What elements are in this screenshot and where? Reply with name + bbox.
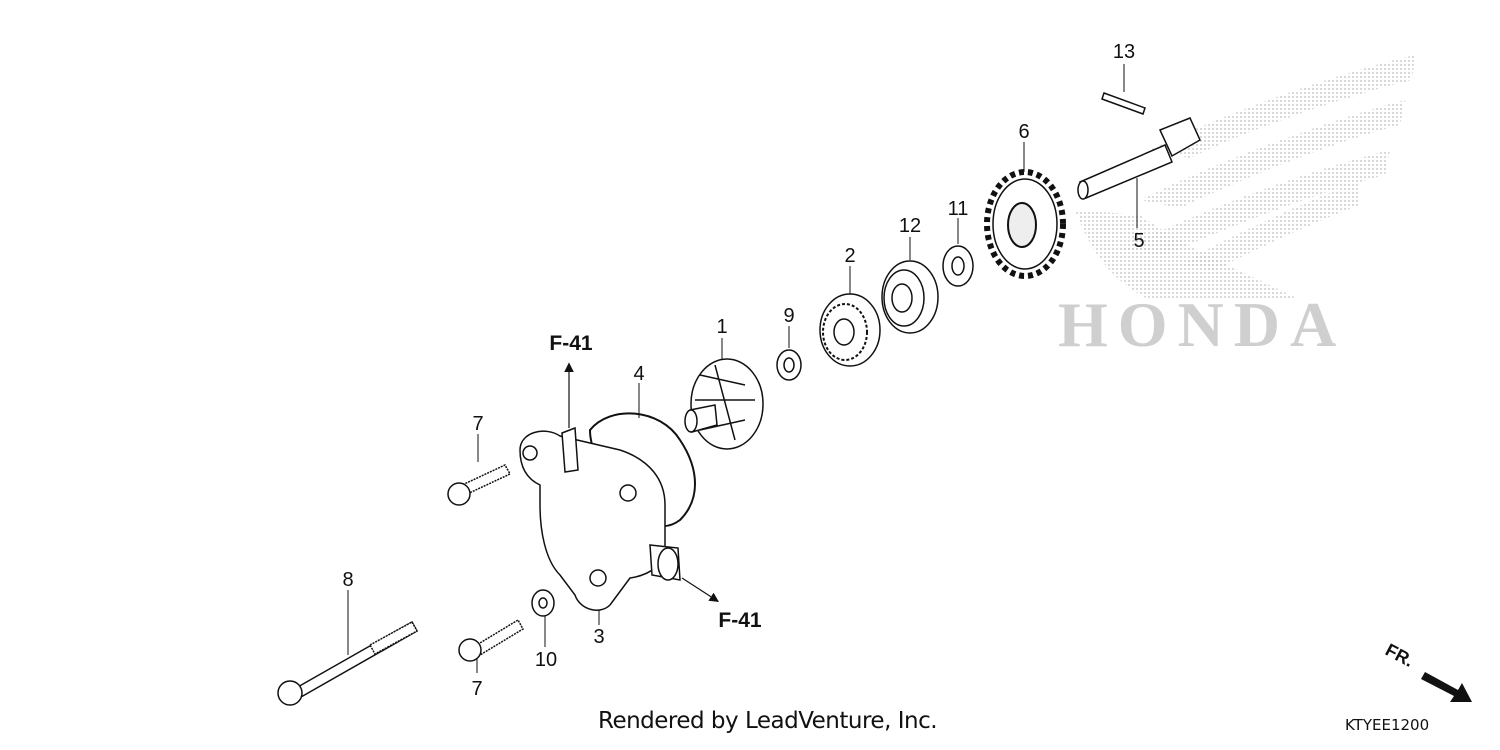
- part-7-lower-bolt: [458, 618, 525, 662]
- part-3-pump-cover: [519, 426, 681, 611]
- part-2-seal: [819, 293, 881, 367]
- part-1-impeller: [684, 358, 764, 450]
- part-6-gear: [984, 169, 1066, 279]
- callout-9[interactable]: 9: [783, 305, 794, 327]
- callout-8[interactable]: 8: [342, 569, 353, 591]
- part-5-shaft: [1077, 117, 1201, 200]
- part-11-washer: [942, 245, 974, 287]
- callout-10[interactable]: 10: [535, 649, 557, 671]
- callout-4[interactable]: 4: [633, 363, 644, 385]
- part-8-long-bolt: [277, 620, 419, 706]
- part-9-washer: [776, 349, 802, 381]
- callout-5[interactable]: 5: [1133, 230, 1144, 252]
- callout-7-lower[interactable]: 7: [471, 678, 482, 700]
- render-credit: Rendered by LeadVenture, Inc.: [598, 708, 938, 734]
- front-direction-arrow: [1421, 672, 1472, 702]
- callout-1[interactable]: 1: [716, 316, 727, 338]
- part-12-bearing: [881, 260, 939, 334]
- callout-3[interactable]: 3: [593, 626, 604, 648]
- part-7-upper-bolt: [447, 464, 512, 506]
- callout-2[interactable]: 2: [844, 245, 855, 267]
- honda-logo-text: HONDA: [1058, 289, 1347, 360]
- callout-11[interactable]: 11: [948, 198, 969, 220]
- reference-label-bottom[interactable]: F-41: [718, 609, 762, 632]
- diagram-code: KTYEE1200: [1345, 716, 1430, 734]
- callout-13[interactable]: 13: [1113, 41, 1135, 63]
- callout-6[interactable]: 6: [1018, 121, 1029, 143]
- honda-wing-logo: [1075, 55, 1415, 300]
- callout-7-upper[interactable]: 7: [472, 413, 483, 435]
- callout-12[interactable]: 12: [899, 215, 921, 237]
- front-label: FR.: [1382, 640, 1417, 671]
- leader-lines: [347, 64, 1138, 673]
- reference-label-top[interactable]: F-41: [549, 332, 593, 355]
- part-10-washer: [531, 589, 555, 617]
- part-13-pin: [1101, 92, 1146, 115]
- reference-arrow-bottom: [681, 577, 720, 602]
